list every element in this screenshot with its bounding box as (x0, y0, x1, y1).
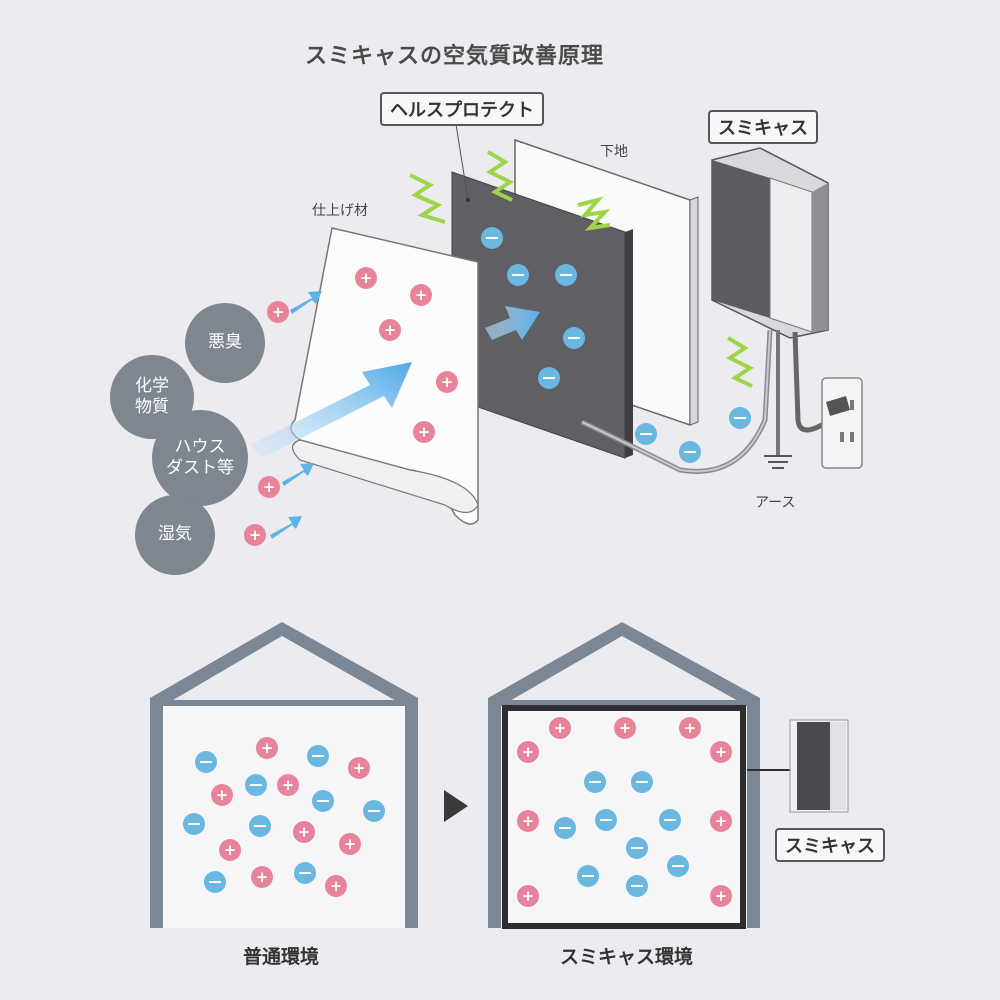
svg-text:+: + (619, 719, 632, 737)
svg-text:+: + (272, 303, 285, 321)
svg-text:+: + (263, 478, 276, 496)
sumicas-device-front-light (769, 177, 813, 333)
plus-signs-sumicas: + + + + + + + + + (522, 719, 728, 905)
transition-arrow-icon (444, 790, 468, 822)
svg-text:+: + (715, 887, 728, 905)
svg-text:+: + (415, 286, 428, 304)
svg-text:+: + (554, 719, 567, 737)
caption-normal-environment: 普通環境 (243, 946, 320, 968)
spark-icons (409, 150, 754, 388)
svg-text:+: + (441, 373, 454, 391)
label-base: 下地 (600, 144, 628, 160)
plus-ions-sumicas (517, 717, 732, 907)
svg-text:+: + (360, 269, 373, 287)
svg-text:+: + (282, 776, 295, 794)
sumicas-device-side (812, 183, 828, 332)
minus-ion-bars-top (486, 237, 746, 453)
label-earth: アース (755, 495, 796, 511)
svg-text:+: + (522, 887, 535, 905)
minus-bars-normal (188, 755, 380, 883)
plus-ions-top: + + + + + + + + (244, 267, 458, 546)
small-arrows (270, 291, 322, 539)
svg-text:+: + (684, 719, 697, 737)
plug-icon (826, 396, 850, 416)
earth-symbol-icon (764, 455, 792, 469)
plus-ions-normal (211, 737, 370, 897)
plus-signs-normal: + + + + + + + + + (216, 739, 366, 895)
label-sumicas-top: スミキャス (708, 110, 818, 144)
health-protect-panel-edge (625, 229, 633, 458)
svg-text:+: + (298, 823, 311, 841)
base-board-edge (689, 196, 699, 426)
label-sumicas-bottom: スミキャス (775, 828, 885, 862)
pollutant-bubble-humidity: 湿気 (135, 495, 215, 575)
pollutant-bubble-dust: ハウス ダスト等 (152, 410, 248, 506)
svg-text:+: + (249, 526, 262, 544)
page-title: スミキャスの空気質改善原理 (305, 44, 605, 69)
svg-text:+: + (384, 321, 397, 339)
finish-sheet-curl (291, 439, 479, 514)
caption-sumicas-environment: スミキャス環境 (560, 946, 694, 968)
health-protect-leader (454, 117, 469, 201)
svg-text:+: + (261, 739, 274, 757)
svg-text:+: + (522, 812, 535, 830)
svg-text:+: + (330, 877, 343, 895)
pollutant-bubble-odor: 悪臭 (185, 303, 265, 383)
sumicas-device-front-dark (712, 160, 770, 318)
label-health-protect: ヘルスプロテクト (380, 92, 544, 126)
svg-text:+: + (216, 786, 229, 804)
svg-text:+: + (353, 759, 366, 777)
svg-text:+: + (256, 868, 269, 886)
svg-text:+: + (224, 841, 237, 859)
house-sumicas-frame (488, 622, 760, 929)
sumicas-device-bottom (789, 719, 849, 813)
outlet-icon (821, 377, 863, 469)
label-finish: 仕上げ材 (312, 203, 368, 219)
big-arrow-1 (250, 362, 412, 458)
ground-cable-inner (581, 329, 771, 473)
big-arrow-2 (485, 306, 540, 340)
svg-text:+: + (715, 812, 728, 830)
svg-text:+: + (522, 743, 535, 761)
svg-text:+: + (418, 423, 431, 441)
svg-text:+: + (715, 743, 728, 761)
minus-ions-top (481, 227, 751, 463)
svg-text:+: + (344, 835, 357, 853)
minus-bars-sumicas (559, 781, 684, 887)
house-normal-frame (150, 622, 418, 928)
